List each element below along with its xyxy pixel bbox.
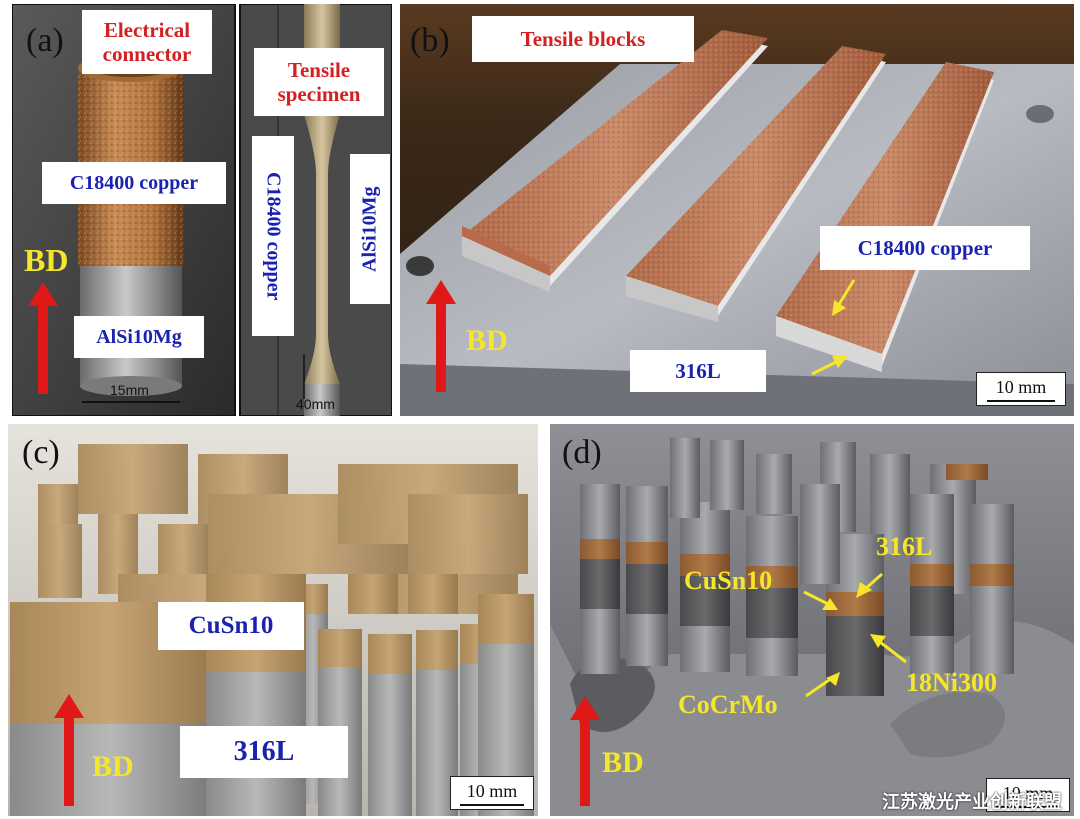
electrical-connector-label: Electrical connector — [82, 10, 212, 74]
bd-arrow-icon-d — [570, 696, 600, 806]
steel-316l-label-c: 316L — [180, 726, 348, 778]
tensile-blocks-label: Tensile blocks — [472, 16, 694, 62]
scale-label-b: 10 mm — [995, 376, 1047, 397]
panel-b: (b) Tensile blocks C18400 copper 316L BD… — [400, 4, 1074, 416]
alsi10mg-label: AlSi10Mg — [74, 316, 204, 358]
bd-label-a: BD — [24, 242, 69, 278]
scale-bar-b: 10 mm — [976, 372, 1066, 406]
bd-arrow-icon-b — [426, 280, 456, 392]
panel-d-label: (d) — [562, 434, 602, 471]
panel-d: (d) 316L CuSn10 18Ni300 CoCrMo BD 10 mm — [550, 424, 1074, 816]
watermark-text: 江苏激光产业创新联盟 — [882, 792, 1062, 813]
bd-label-c: BD — [92, 750, 134, 783]
panel-c: (c) CuSn10 316L BD 10 mm — [8, 424, 538, 816]
scale-line-d — [996, 805, 1060, 808]
scale-label-15mm: 15mm — [110, 382, 149, 398]
alsi10mg-vertical-label: AlSi10Mg — [350, 154, 390, 304]
pillar-array — [580, 438, 1014, 696]
panel-d-photo — [550, 424, 1074, 816]
bd-label-b: BD — [466, 324, 508, 357]
cusn10-label-d: CuSn10 — [684, 566, 773, 595]
c18400-copper-label-a: C18400 copper — [42, 162, 226, 204]
cocrmo-label: CoCrMo — [678, 690, 778, 719]
panel-a: (a) Electrical connector Tensile specime… — [12, 4, 392, 416]
scale-bar-d: 10 mm — [986, 778, 1070, 812]
steel-316l-label-d: 316L — [876, 532, 933, 561]
panel-b-label: (b) — [410, 22, 450, 59]
tensile-specimen-label: Tensile specimen — [254, 48, 384, 116]
scale-bar-c: 10 mm — [450, 776, 534, 810]
bd-label-d: BD — [602, 746, 644, 779]
scale-label-c: 10 mm — [466, 780, 518, 801]
panel-c-label: (c) — [22, 434, 60, 471]
panel-b-photo — [400, 4, 1074, 416]
scale-line-c — [460, 803, 524, 806]
scale-line-b — [986, 399, 1056, 402]
18ni300-label: 18Ni300 — [906, 668, 997, 697]
bd-arrow-icon-a — [28, 282, 58, 394]
c18400-copper-vertical-label: C18400 copper — [252, 136, 294, 336]
scale-label-d: 10 mm — [1002, 782, 1054, 803]
bd-arrow-icon-c — [54, 694, 84, 806]
scale-label-40mm: 40mm — [296, 396, 335, 412]
cusn10-label-c: CuSn10 — [158, 602, 304, 650]
panel-a-label: (a) — [26, 22, 64, 59]
c18400-copper-label-b: C18400 copper — [820, 226, 1030, 270]
steel-316l-label-b: 316L — [630, 350, 766, 392]
